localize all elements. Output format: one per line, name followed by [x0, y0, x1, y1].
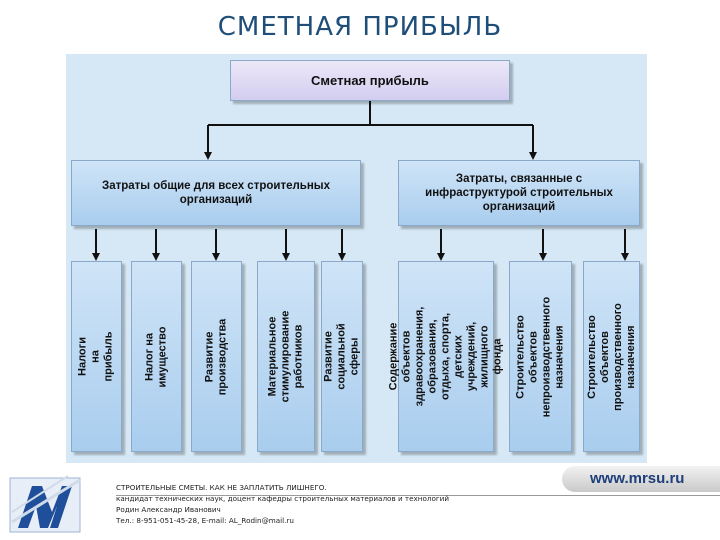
site-banner: [562, 466, 720, 492]
item-label: Материальное стимулирование работников: [266, 310, 305, 403]
item-box-6: Содержание объектов здравоохранения, обр…: [388, 261, 504, 452]
group-label-infrastructure: Затраты, связанные с инфраструктурой стр…: [425, 173, 613, 213]
item-label: Развитие производства: [203, 318, 229, 395]
item-box-2: Налог на имущество: [131, 261, 182, 452]
footer-contacts: Тел.: 8-951-051-45-28, E-mail: AL_Rodin@…: [116, 516, 294, 525]
item-box-7: Строительство объектов непроизводственно…: [509, 261, 572, 452]
root-label: Сметная прибыль: [311, 72, 429, 88]
footer-author-position: кандидат технических наук, доцент кафедр…: [116, 494, 449, 503]
page-title: СМЕТНАЯ ПРИБЫЛЬ: [217, 12, 503, 42]
group-box-general: Затраты общие для всех строительных орга…: [71, 160, 361, 226]
item-label: Развитие социальной сферы: [322, 323, 361, 390]
item-label: Строительство объектов непроизводственно…: [514, 296, 566, 417]
item-label: Налоги на прибыль: [77, 331, 115, 382]
item-label: Налог на имущество: [143, 326, 169, 387]
root-box: Сметная прибыль: [230, 60, 510, 101]
footer-info: СТРОИТЕЛЬНЫЕ СМЕТЫ. КАК НЕ ЗАПЛАТИТЬ ЛИШ…: [116, 482, 449, 526]
item-box-1: Налоги на прибыль: [71, 261, 122, 452]
item-box-8: Строительство объектов производственного…: [583, 261, 640, 452]
footer-author-name: Родин Александр Иванович: [116, 505, 221, 514]
item-label: Строительство объектов производственного…: [585, 302, 637, 411]
group-box-infrastructure: Затраты, связанные с инфраструктурой стр…: [398, 160, 640, 226]
footer-book-title: СТРОИТЕЛЬНЫЕ СМЕТЫ. КАК НЕ ЗАПЛАТИТЬ ЛИШ…: [116, 483, 327, 492]
group-label-general: Затраты общие для всех строительных орга…: [101, 180, 331, 206]
site-link[interactable]: www.mrsu.ru: [590, 470, 685, 487]
university-logo-icon: [9, 475, 81, 533]
item-box-5: Развитие социальной сферы: [321, 261, 363, 452]
footer-divider: [116, 495, 720, 496]
item-box-4: Материальное стимулирование работников: [257, 261, 315, 452]
item-label: Содержание объектов здравоохранения, обр…: [387, 306, 504, 407]
item-box-3: Развитие производства: [191, 261, 242, 452]
